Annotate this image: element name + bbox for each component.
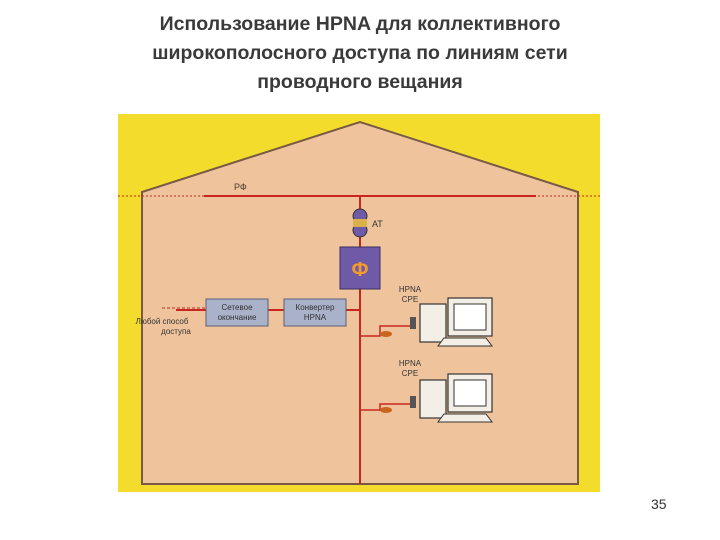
wall-socket-2 [380, 407, 392, 413]
computer-2 [419, 373, 493, 423]
computer-1-system-unit [419, 303, 447, 343]
diagram-canvas: РФ АТ Ф Любой способ доступа Сетевое око… [118, 114, 600, 492]
title-line-1: Использование HPNA для коллективного [159, 13, 561, 35]
converter-label-line-1: Конвертер [296, 303, 335, 312]
wall-socket-1 [380, 331, 392, 337]
cpe-adapter-1 [410, 317, 416, 329]
computer-1-screen [453, 303, 487, 331]
cpe-cable-1 [360, 325, 410, 337]
hpna-cpe-branch-2: HPNA CPE [360, 359, 422, 413]
at-device [352, 208, 368, 238]
slide-title: Использование HPNA для коллективного шир… [60, 10, 660, 97]
computer-1 [419, 297, 493, 347]
network-terminal-label-line-1: Сетевое [221, 303, 253, 312]
computer-1-keyboard [437, 337, 493, 347]
hpna-cpe-branch-1: HPNA CPE [360, 285, 422, 337]
cpe-cable-2 [360, 403, 410, 411]
hpna-converter-box [283, 298, 347, 327]
hpna-cpe-1-label-line-2: CPE [402, 295, 418, 304]
hpna-network-diagram: РФ АТ Ф Любой способ доступа Сетевое око… [118, 114, 600, 492]
filter-symbol: Ф [351, 259, 368, 281]
computer-2-keyboard [437, 413, 493, 423]
at-label: АТ [372, 219, 383, 229]
converter-label-line-2: HPNA [304, 313, 327, 322]
network-terminal-label-line-2: окончание [218, 313, 257, 322]
access-label-line-1: Любой способ [136, 317, 189, 326]
computer-2-screen [453, 379, 487, 407]
hpna-cpe-2-label-line-2: CPE [402, 369, 418, 378]
title-line-2: широкополосного доступа по линиям сети [152, 42, 568, 64]
page-number: 35 [651, 496, 667, 512]
at-device-band [353, 219, 367, 227]
network-terminal-box [205, 298, 269, 327]
title-line-3: проводного вещания [257, 71, 463, 93]
hpna-cpe-1-label-line-1: HPNA [399, 285, 422, 294]
filter-box [339, 246, 381, 290]
computer-2-system-unit [419, 379, 447, 419]
cpe-adapter-2 [410, 396, 416, 408]
access-label-line-2: доступа [161, 327, 191, 336]
hpna-cpe-2-label-line-1: HPNA [399, 359, 422, 368]
rf-label: РФ [234, 182, 247, 192]
